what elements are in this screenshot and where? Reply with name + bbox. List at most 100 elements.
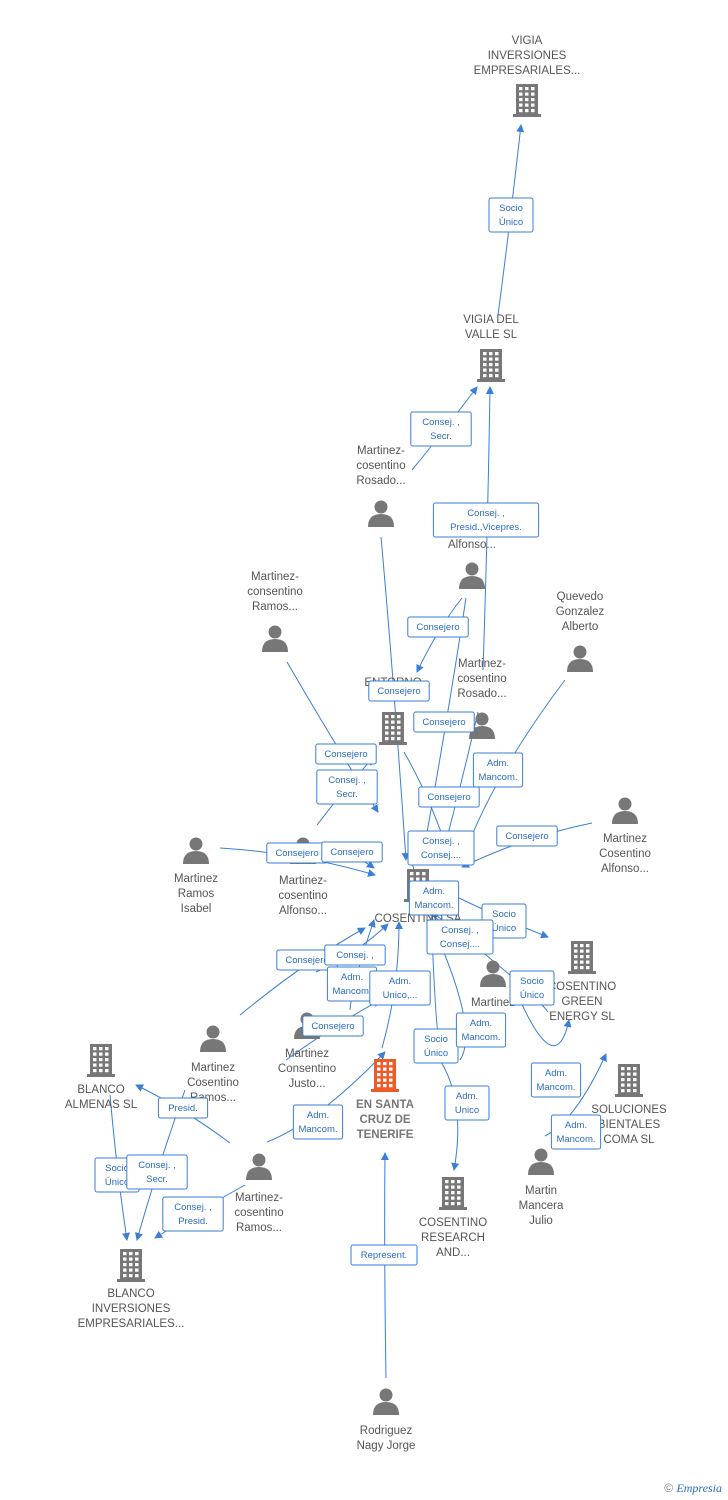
relationship-label[interactable]: Consejero — [266, 842, 328, 864]
relationship-label[interactable]: Consej. , Consej.... — [426, 919, 494, 955]
relationship-label[interactable]: Adm.Mancom. — [530, 1062, 582, 1098]
building-icon — [379, 712, 407, 745]
node-mc-alfonso-r[interactable]: MartinezCosentinoAlfonso... — [599, 797, 651, 876]
node-mc-ramos-bot[interactable]: Martinez-cosentinoRamos... — [234, 1153, 284, 1235]
node-label: Martinez- — [251, 571, 299, 583]
relationship-label[interactable]: Consejero — [496, 825, 558, 847]
node-label: Martin — [525, 1185, 557, 1197]
node-label: BIENTALES — [598, 1119, 661, 1131]
node-label: Alberto — [562, 621, 598, 633]
relationship-label-text: Consej. , — [422, 836, 460, 847]
relationship-label[interactable]: Consejero — [418, 786, 480, 808]
relationship-label-text: Socio — [424, 1034, 448, 1045]
relationship-label-box — [455, 1012, 507, 1048]
relationship-label[interactable]: Adm.Unico,... — [369, 970, 431, 1006]
relationship-label[interactable]: Consejero — [413, 711, 475, 733]
node-label: Cosentino — [599, 848, 651, 860]
relationship-label[interactable]: Consej. ,Presid. — [162, 1196, 224, 1232]
person-icon — [459, 562, 485, 589]
node-label: SOLUCIONES — [591, 1104, 667, 1116]
relationship-label-text: Presid.,Vicepres. — [450, 522, 522, 533]
relationship-label[interactable]: Consej. ,Secr. — [126, 1154, 188, 1190]
node-label: BLANCO — [77, 1084, 124, 1096]
relationship-label[interactable]: Adm.Mancom. — [550, 1114, 602, 1150]
relationship-label-text: Consej.... — [440, 939, 480, 950]
relationship-label[interactable]: Adm.Mancom. — [292, 1104, 344, 1140]
node-label: TENERIFE — [357, 1129, 414, 1141]
relationship-label[interactable]: Consej. , — [324, 944, 386, 966]
relationship-label[interactable]: Consejero — [302, 1015, 364, 1037]
node-label: EMPRESARIALES... — [474, 65, 581, 77]
node-blanco-alm[interactable]: BLANCO ALMENAS SL — [65, 1044, 138, 1111]
relationship-label-text: Presid. — [168, 1103, 198, 1114]
relationship-label[interactable]: Consejero — [368, 680, 430, 702]
relationship-label-text: Secr. — [336, 789, 358, 800]
relationship-label[interactable]: Consejero — [315, 743, 377, 765]
node-label: Justo... — [288, 1078, 325, 1090]
node-label: Julio — [529, 1215, 553, 1227]
relationship-label[interactable]: Consejero — [407, 616, 469, 638]
node-soluciones[interactable]: SOLUCIONES BIENTALES COMA SL — [591, 1064, 667, 1146]
node-mc-alfonso-c[interactable]: Martinez-cosentinoAlfonso... — [278, 837, 328, 918]
relationship-label[interactable]: Consej. ,Secr. — [316, 769, 378, 805]
node-label: INVERSIONES — [92, 1303, 171, 1315]
relationship-label-box — [324, 944, 386, 966]
node-cosentino-res[interactable]: COSENTINORESEARCHAND... — [419, 1177, 487, 1259]
node-label: BLANCO — [107, 1288, 154, 1300]
node-alfonso-top[interactable]: Alfonso... — [448, 539, 496, 589]
relationship-label[interactable]: Adm.Mancom. — [455, 1012, 507, 1048]
relationship-label[interactable]: Consejero — [321, 841, 383, 863]
building-icon — [87, 1044, 115, 1077]
relationship-label[interactable]: Adm.Unico — [444, 1085, 490, 1121]
node-label: Alfonso... — [279, 905, 327, 917]
person-icon — [200, 1025, 226, 1052]
node-mc-ramos-top[interactable]: Martinez-consentinoRamos... — [247, 571, 303, 652]
node-mc-rosado2[interactable]: Martinez-cosentinoRosado... — [457, 658, 507, 739]
relationship-label-text: Adm. — [487, 758, 509, 769]
node-mc-ramos-mid[interactable]: MartinezCosentinoRamos... — [187, 1025, 239, 1105]
node-vigia-inv[interactable]: VIGIAINVERSIONESEMPRESARIALES... — [474, 35, 581, 117]
relationship-label-box — [368, 680, 430, 702]
relationship-label-text: Mancom. — [478, 772, 517, 783]
relationship-label-text: Socio — [105, 1163, 129, 1174]
node-label: CRUZ DE — [359, 1114, 410, 1126]
node-label: cosentino — [234, 1207, 283, 1219]
brand-logo-text[interactable]: Empresia — [676, 1481, 722, 1495]
node-label: cosentino — [278, 890, 327, 902]
relationship-label[interactable]: Adm. Mancom. — [472, 752, 524, 788]
building-icon — [615, 1064, 643, 1097]
node-label: Martinez — [191, 1062, 235, 1074]
relationship-label[interactable]: Presid. — [157, 1097, 209, 1119]
relationship-label-text: Consej. , — [441, 925, 479, 936]
relationship-label[interactable]: Represent. — [350, 1244, 418, 1266]
relationship-label[interactable]: Consej. ,Presid.,Vicepres. — [432, 502, 540, 538]
node-label: COMA SL — [603, 1134, 655, 1146]
node-blanco-inv[interactable]: BLANCOINVERSIONESEMPRESARIALES... — [78, 1249, 185, 1330]
person-icon — [183, 837, 209, 864]
relationship-label[interactable]: Adm.Mancom. — [408, 880, 460, 916]
node-label: Martinez — [174, 873, 218, 885]
building-icon — [477, 349, 505, 382]
relationship-label-box — [126, 1154, 188, 1190]
relationship-label-text: Consejero — [377, 686, 420, 697]
node-label: VALLE SL — [465, 329, 518, 341]
node-label: ALMENAS SL — [65, 1099, 138, 1111]
relationship-label[interactable]: Adm.Mancom. — [326, 966, 378, 1002]
node-label: Nagy Jorge — [357, 1440, 416, 1452]
relationship-label-text: Consejero — [275, 848, 318, 859]
node-mc-rosado1[interactable]: Martinez-cosentinoRosado... — [356, 445, 406, 527]
relationship-label-box — [413, 711, 475, 733]
relationship-label[interactable]: Consej. ,Consej.... — [407, 830, 475, 866]
relationship-label-box — [162, 1196, 224, 1232]
relationship-label[interactable]: Consej. ,Secr. — [410, 411, 472, 447]
